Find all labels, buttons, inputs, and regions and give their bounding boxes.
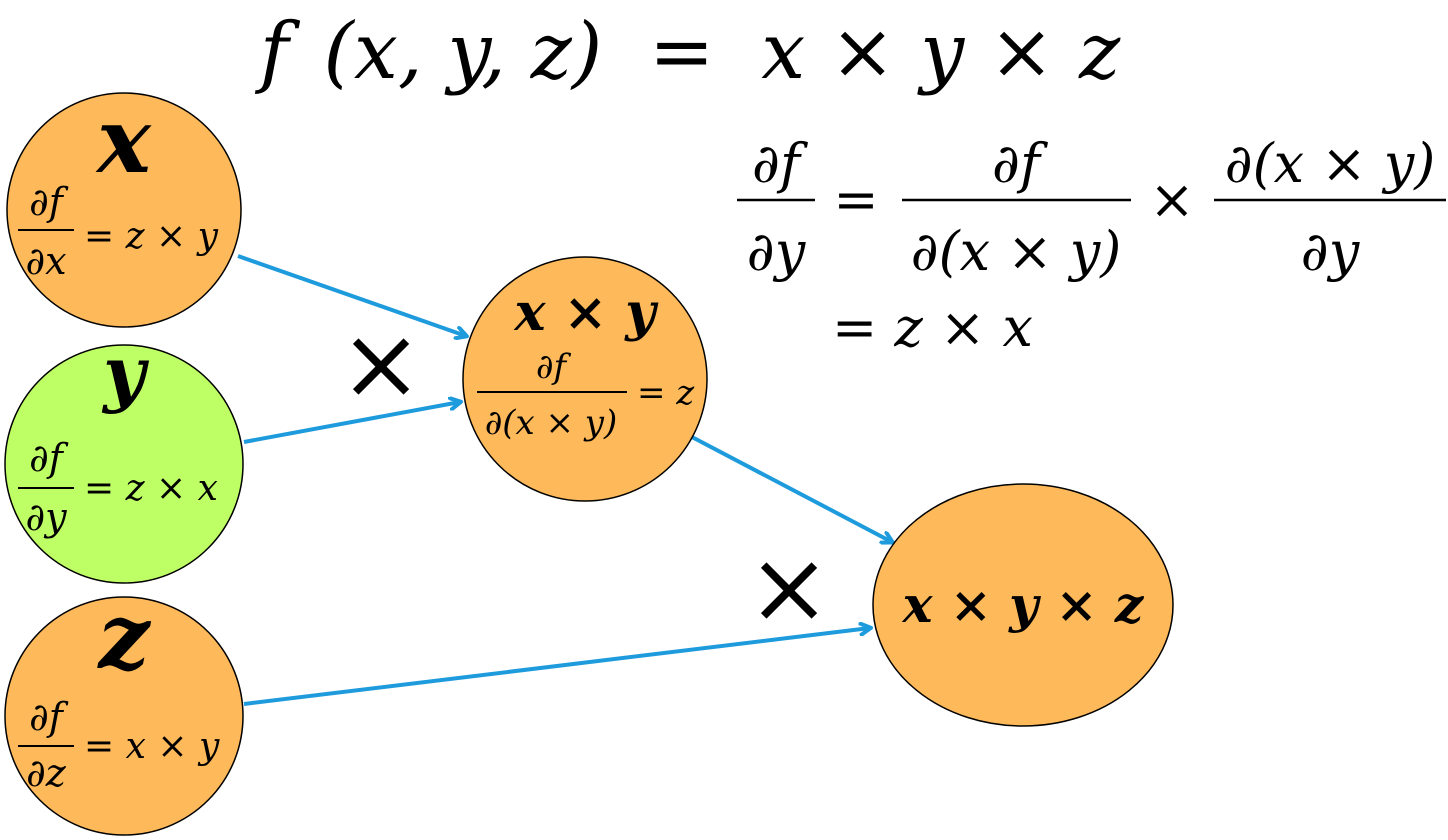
chain-f1-den: ∂(x × y) bbox=[911, 220, 1122, 283]
node-xy-grad-val: = z bbox=[637, 373, 695, 413]
chain-lhs-den: ∂y bbox=[747, 220, 807, 283]
node-xy-label: x × y bbox=[514, 282, 660, 343]
chain-f2-den: ∂y bbox=[1301, 220, 1361, 283]
edges bbox=[237, 254, 892, 706]
node-z-grad-num: ∂f bbox=[29, 695, 69, 739]
title-args: (x, y, z) bbox=[323, 7, 602, 97]
node-x-label: x bbox=[95, 88, 152, 194]
edge-y-to-xy bbox=[243, 402, 460, 444]
chain-f2-num: ∂(x × y) bbox=[1225, 132, 1436, 195]
node-z-grad-val: = x × y bbox=[84, 726, 220, 767]
node-y-label: y bbox=[101, 330, 149, 415]
svg-text:f (x, y, z) =: f (x, y, z) = x × y × z bbox=[255, 7, 1121, 97]
node-z: z ∂f ∂z = x × y bbox=[4, 584, 244, 836]
node-xyz-label: x × y × z bbox=[902, 575, 1145, 634]
node-z-label: z bbox=[96, 584, 151, 690]
node-x-grad-den: ∂x bbox=[25, 239, 66, 283]
chain-lhs-num: ∂f bbox=[752, 132, 808, 195]
chain-times: × bbox=[1149, 168, 1194, 231]
chain-equals: = bbox=[833, 168, 878, 231]
function-title: f (x, y, z) = x × y × z bbox=[255, 7, 1121, 97]
node-xy-grad-num: ∂f bbox=[536, 347, 572, 387]
title-equals: = bbox=[649, 7, 714, 97]
chain-result: = z × x bbox=[832, 296, 1033, 359]
title-lhs: f bbox=[255, 7, 301, 97]
node-x-grad-val: = z × y bbox=[84, 216, 219, 257]
node-z-circle bbox=[4, 596, 244, 836]
chain-f1-num: ∂f bbox=[992, 132, 1048, 195]
title-rhs: x × y × z bbox=[761, 7, 1121, 97]
node-x-circle bbox=[6, 92, 242, 328]
node-xy: x × y ∂f ∂(x × y) = z bbox=[462, 256, 708, 502]
node-y-circle bbox=[4, 344, 244, 584]
node-y-grad-den: ∂y bbox=[25, 495, 67, 539]
node-x-grad-num: ∂f bbox=[29, 180, 69, 224]
node-xy-circle bbox=[462, 256, 708, 502]
node-xy-grad-den: ∂(x × y) bbox=[485, 403, 618, 443]
edge-x-to-xy bbox=[237, 254, 466, 336]
node-y-grad-val: = z × x bbox=[84, 468, 218, 509]
multiply-operator-1: × bbox=[339, 305, 423, 422]
edge-z-to-xyz bbox=[243, 628, 870, 706]
node-y: y ∂f ∂y = z × x bbox=[4, 330, 244, 584]
node-x: x ∂f ∂x = z × y bbox=[6, 88, 242, 328]
chain-rule-equation: ∂f ∂y = ∂f ∂(x × y) × ∂(x × y) ∂y = z × … bbox=[737, 132, 1446, 359]
multiply-operator-2: × bbox=[747, 529, 831, 646]
edge-xy-to-xyz bbox=[689, 434, 892, 542]
node-xyz: x × y × z bbox=[872, 483, 1174, 727]
node-xyz-ellipse bbox=[872, 483, 1174, 727]
node-y-grad-num: ∂f bbox=[29, 436, 69, 480]
node-z-grad-den: ∂z bbox=[26, 751, 67, 795]
